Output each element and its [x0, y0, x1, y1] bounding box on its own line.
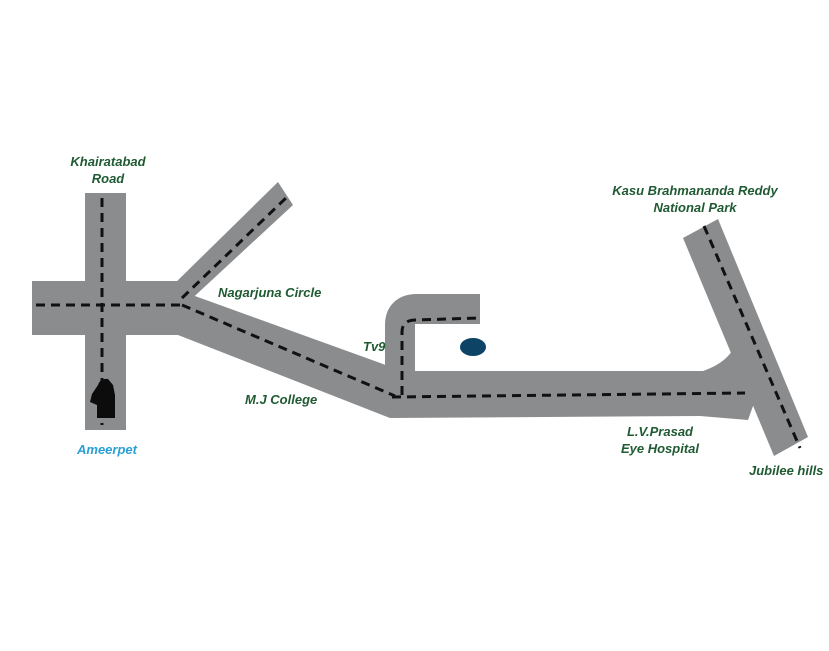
mj-college-centerline — [181, 303, 396, 398]
mj-college-label: M.J College — [245, 392, 318, 407]
kbr-centerline — [702, 225, 802, 449]
tv9-label: Tv9 — [363, 339, 386, 354]
location-marker-icon — [460, 338, 486, 356]
northeast-centerline — [180, 194, 290, 300]
kbr-park-label: Kasu Brahmananda Reddy National Park — [595, 182, 795, 216]
kbr-junction — [700, 330, 760, 400]
khairatabad-line-2: Road — [91, 171, 125, 186]
northeast-road — [170, 182, 293, 305]
lv-prasad-line-2: Eye Hospital — [620, 441, 700, 456]
nagarjuna-circle-label: Nagarjuna Circle — [218, 285, 322, 300]
khairatabad-line-1: Khairatabad — [70, 154, 146, 169]
cross-road — [32, 281, 187, 335]
car-icon — [90, 378, 115, 418]
lv-prasad-label: L.V.Prasad Eye Hospital — [605, 423, 715, 457]
khairatabad-road-label: Khairatabad Road — [48, 153, 168, 187]
main-road — [388, 355, 758, 420]
mj-college-road — [178, 290, 405, 418]
ameerpet-label: Ameerpet — [77, 442, 137, 457]
tv9-road — [385, 294, 480, 372]
kbr-park-line-1: Kasu Brahmananda Reddy — [612, 183, 778, 198]
tv9-centerline — [400, 316, 479, 395]
lv-prasad-line-1: L.V.Prasad — [626, 424, 693, 439]
kbr-park-line-2: National Park — [653, 200, 737, 215]
jubilee-hills-label: Jubilee hills — [749, 463, 824, 478]
